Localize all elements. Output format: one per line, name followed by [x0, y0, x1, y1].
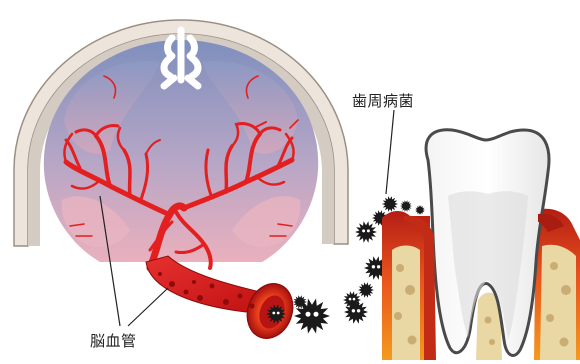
bacterium	[400, 200, 412, 212]
label-cerebral-blood-vessel: 脳血管	[90, 330, 137, 351]
bacterium-eye	[372, 265, 375, 268]
bacterium-eye	[352, 309, 355, 312]
tooth-with-gum	[382, 130, 580, 360]
blood-vessel	[146, 256, 300, 345]
leader-bacteria	[386, 110, 394, 194]
bacterium-eye	[314, 312, 319, 317]
bacterium	[382, 196, 398, 212]
bacterium	[355, 221, 377, 242]
bacterium-eye	[377, 265, 380, 268]
bacterium-eye	[362, 229, 365, 232]
bacterium-eye	[272, 312, 275, 315]
bacterium-eye	[277, 312, 280, 315]
bacterium-eye	[349, 298, 352, 301]
bacterium-eye	[357, 309, 360, 312]
label-periodontal-bacteria: 歯周病菌	[352, 90, 414, 111]
skull-cross-section	[14, 20, 348, 262]
bacterium-eye	[353, 298, 356, 301]
brain-ventricle	[164, 30, 198, 86]
bacterium	[358, 282, 374, 298]
bacterium-eye	[306, 312, 311, 317]
bacterium-eye	[367, 229, 370, 232]
bacterium	[415, 205, 425, 215]
leader-vessel-2	[128, 288, 168, 326]
